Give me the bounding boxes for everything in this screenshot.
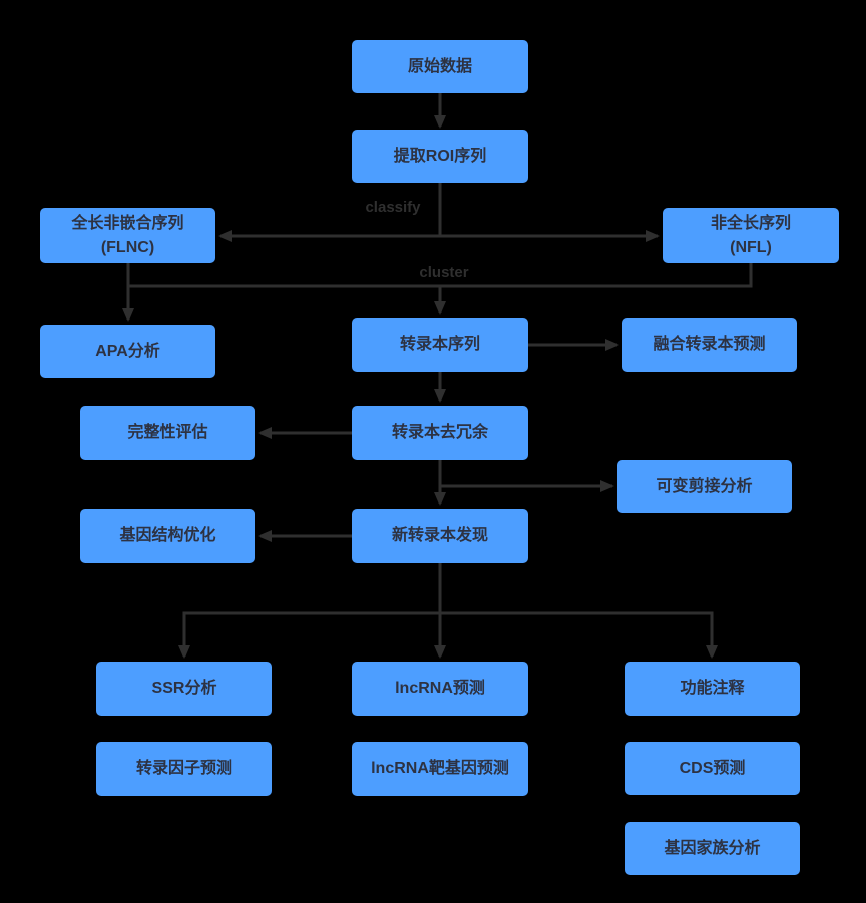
node-alt-splicing-analysis: 可变剪接分析 — [617, 460, 792, 513]
edge-label-classify: classify — [365, 199, 421, 216]
node-apa-analysis: APA分析 — [40, 325, 215, 378]
edge-label-cluster: cluster — [419, 264, 469, 281]
node-tf-prediction: 转录因子预测 — [96, 742, 272, 796]
node-lncrna-prediction: lncRNA预测 — [352, 662, 528, 716]
node-transcript-dedup: 转录本去冗余 — [352, 406, 528, 460]
node-gene-structure-optimization: 基因结构优化 — [80, 509, 255, 563]
node-functional-annotation: 功能注释 — [625, 662, 800, 716]
edge-novel-to-func-annot — [440, 611, 718, 659]
node-completeness-eval: 完整性评估 — [80, 406, 255, 460]
node-lncrna-target-gene-prediction: lncRNA靶基因预测 — [352, 742, 528, 796]
edge-novel-to-ssr — [178, 611, 440, 659]
node-flnc: 全长非嵌合序列 (FLNC) — [40, 208, 215, 263]
node-extract-roi: 提取ROI序列 — [352, 130, 528, 183]
node-novel-transcript-discovery: 新转录本发现 — [352, 509, 528, 563]
node-nfl: 非全长序列 (NFL) — [663, 208, 839, 263]
edge-cluster-bus — [128, 263, 753, 288]
node-raw-data: 原始数据 — [352, 40, 528, 93]
node-transcript-seq: 转录本序列 — [352, 318, 528, 372]
node-fusion-transcript-prediction: 融合转录本预测 — [622, 318, 797, 372]
node-ssr-analysis: SSR分析 — [96, 662, 272, 716]
node-gene-family-analysis: 基因家族分析 — [625, 822, 800, 875]
node-cds-prediction: CDS预测 — [625, 742, 800, 795]
